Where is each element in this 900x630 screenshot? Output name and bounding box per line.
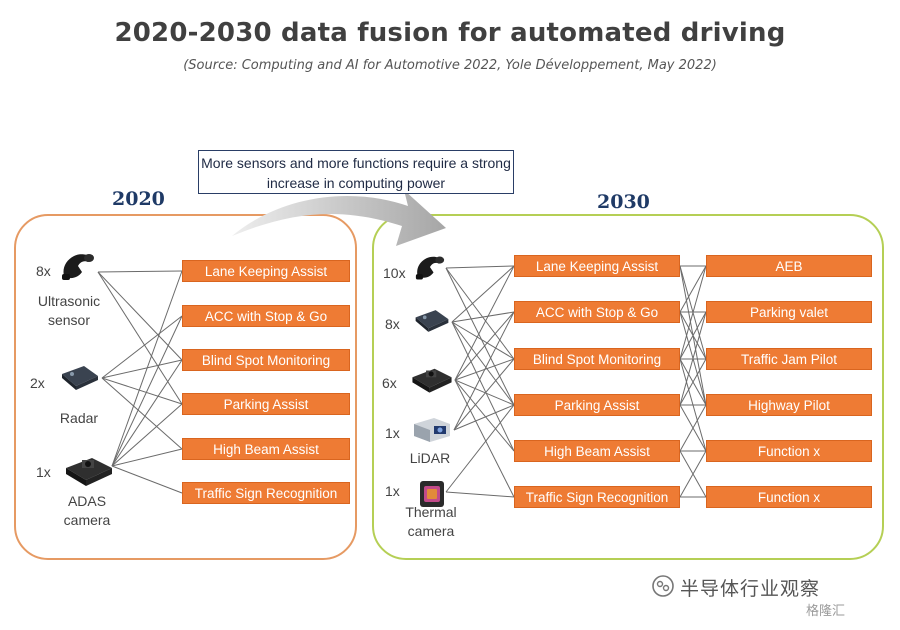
multiplier: 8x bbox=[36, 263, 51, 279]
sensor-label-radar: Radar bbox=[59, 410, 99, 426]
callout-box: More sensors and more functions require … bbox=[198, 150, 514, 194]
radar-icon bbox=[415, 310, 449, 332]
watermark-text-secondary: 格隆汇 bbox=[806, 604, 846, 619]
function-box: Parking Assist bbox=[514, 394, 680, 416]
function-box: Traffic Sign Recognition bbox=[182, 482, 350, 504]
multiplier: 1x bbox=[385, 483, 400, 499]
multiplier: 1x bbox=[36, 464, 51, 480]
function-box: Lane Keeping Assist bbox=[182, 260, 350, 282]
adas-camera-icon bbox=[66, 458, 112, 486]
function-box: High Beam Assist bbox=[182, 438, 350, 460]
source-subtitle: (Source: Computing and AI for Automotive… bbox=[183, 58, 717, 73]
multiplier: 2x bbox=[30, 375, 45, 391]
multiplier: 1x bbox=[385, 425, 400, 441]
radar-icon bbox=[62, 366, 98, 390]
multiplier: 10x bbox=[383, 265, 406, 281]
function-box: Lane Keeping Assist bbox=[514, 255, 680, 277]
multiplier: 6x bbox=[382, 375, 397, 391]
function-box: Highway Pilot bbox=[706, 394, 872, 416]
function-box: High Beam Assist bbox=[514, 440, 680, 462]
function-box: Traffic Jam Pilot bbox=[706, 348, 872, 370]
adas-camera-icon bbox=[412, 368, 452, 393]
sensor-label-ultrasonic: Ultrasonic sensor bbox=[37, 293, 101, 328]
function-box: ACC with Stop & Go bbox=[514, 301, 680, 323]
multiplier: 8x bbox=[385, 316, 400, 332]
lidar-icon bbox=[414, 418, 450, 442]
sensor-label-adas-camera: ADAS camera bbox=[63, 493, 111, 528]
sensor-label-thermal-camera: Thermal camera bbox=[405, 504, 457, 539]
year-2030: 2030 bbox=[597, 191, 650, 213]
function-box: Parking Assist bbox=[182, 393, 350, 415]
sensor-label-lidar: LiDAR bbox=[409, 450, 451, 466]
ultrasonic-sensor-icon bbox=[415, 256, 445, 280]
watermark-text: 半导体行业观察 bbox=[680, 578, 821, 600]
function-box: Traffic Sign Recognition bbox=[514, 486, 680, 508]
year-2020: 2020 bbox=[112, 188, 165, 210]
function-box: Parking valet bbox=[706, 301, 872, 323]
function-box: ACC with Stop & Go bbox=[182, 305, 350, 327]
wechat-logo-icon bbox=[652, 575, 674, 597]
thermal-camera-icon bbox=[420, 481, 444, 507]
function-box: AEB bbox=[706, 255, 872, 277]
function-box: Blind Spot Monitoring bbox=[514, 348, 680, 370]
function-box: Function x bbox=[706, 486, 872, 508]
function-box: Function x bbox=[706, 440, 872, 462]
ultrasonic-sensor-icon bbox=[62, 254, 94, 280]
function-box: Blind Spot Monitoring bbox=[182, 349, 350, 371]
page-title: 2020-2030 data fusion for automated driv… bbox=[114, 18, 786, 48]
